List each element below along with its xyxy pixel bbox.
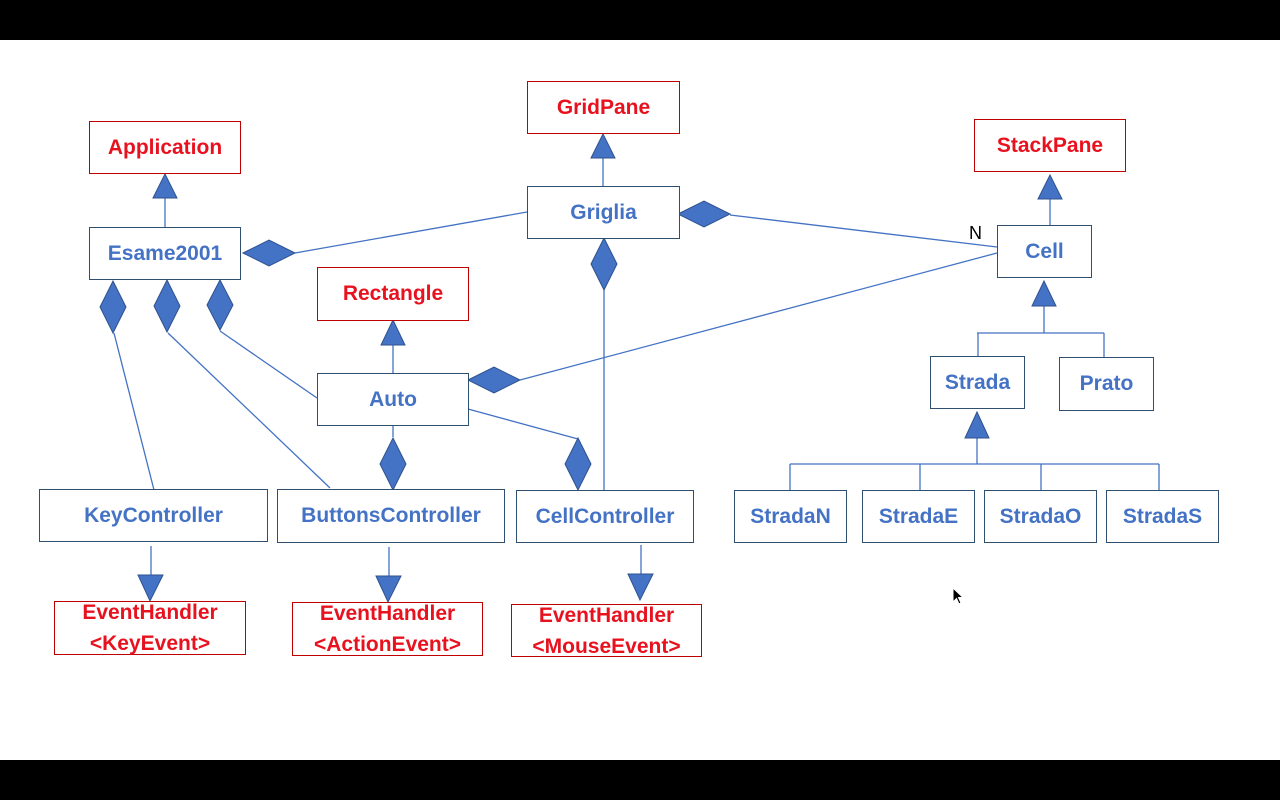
- inheritance-arrow-application: [152, 172, 178, 199]
- eventhandler-mouse-type: <MouseEvent>: [532, 634, 681, 658]
- class-stradaE-label: StradaE: [878, 504, 959, 528]
- eventhandler-key-type: <KeyEvent>: [89, 632, 211, 655]
- diagram-canvas: Application GridPane StackPane Rectangle…: [0, 40, 1280, 760]
- class-stradaS-label: StradaS: [1122, 504, 1203, 528]
- composition-diamond-esame-keycontroller: [99, 279, 127, 335]
- class-stradaN[interactable]: StradaN: [734, 490, 847, 543]
- class-buttonscontroller[interactable]: ButtonsController: [277, 489, 505, 543]
- line-esame-keycontroller: [113, 332, 155, 491]
- class-auto[interactable]: Auto: [317, 373, 469, 426]
- class-cell-label: Cell: [1025, 239, 1064, 263]
- class-stradaO[interactable]: StradaO: [984, 490, 1097, 543]
- class-stackpane-label: StackPane: [996, 133, 1104, 157]
- class-griglia-label: Griglia: [570, 200, 637, 224]
- eventhandler-action-name: EventHandler: [319, 602, 456, 625]
- inheritance-arrow-gridpane: [590, 132, 616, 159]
- class-griglia[interactable]: Griglia: [527, 186, 680, 239]
- class-application-label: Application: [107, 135, 223, 159]
- line-auto-cellcontroller: [467, 408, 579, 440]
- composition-diamond-esame-buttonscontroller: [153, 278, 181, 334]
- class-stradaO-label: StradaO: [999, 504, 1082, 528]
- eventhandler-mouse-name: EventHandler: [538, 603, 675, 627]
- class-application[interactable]: Application: [89, 121, 241, 174]
- connectors-layer: [99, 132, 1160, 604]
- inheritance-arrow-cell: [1031, 279, 1057, 307]
- interface-eventhandler-mouseevent[interactable]: EventHandler <MouseEvent>: [511, 604, 702, 658]
- line-griglia-cell: [729, 214, 998, 248]
- class-strada-label: Strada: [944, 370, 1011, 394]
- mouse-cursor-icon: [952, 587, 965, 605]
- composition-diamond-esame-auto: [206, 278, 234, 332]
- composition-diamond-auto-cell: [466, 366, 522, 394]
- eventhandler-action-type: <ActionEvent>: [313, 633, 462, 656]
- class-cellcontroller[interactable]: CellController: [516, 490, 694, 543]
- class-gridpane[interactable]: GridPane: [527, 81, 680, 134]
- interface-eventhandler-keyevent[interactable]: EventHandler <KeyEvent>: [54, 601, 246, 655]
- class-stradaS[interactable]: StradaS: [1106, 490, 1219, 543]
- class-esame2001[interactable]: Esame2001: [89, 227, 241, 280]
- class-strada[interactable]: Strada: [930, 356, 1025, 409]
- eventhandler-key-name: EventHandler: [82, 601, 218, 624]
- class-rectangle[interactable]: Rectangle: [317, 267, 469, 321]
- class-esame2001-label: Esame2001: [107, 241, 223, 265]
- class-auto-label: Auto: [369, 387, 417, 411]
- inheritance-arrow-strada: [964, 410, 990, 439]
- class-prato[interactable]: Prato: [1059, 357, 1154, 411]
- line-esame-griglia: [294, 211, 528, 254]
- class-cellcontroller-label: CellController: [535, 504, 675, 528]
- line-esame-auto: [219, 330, 318, 399]
- class-keycontroller[interactable]: KeyController: [39, 489, 268, 542]
- composition-diamond-auto-buttonscontroller: [379, 436, 407, 492]
- implementation-arrow-key: [137, 574, 164, 603]
- class-keycontroller-label: KeyController: [84, 503, 223, 527]
- inheritance-arrow-stackpane: [1037, 173, 1063, 200]
- implementation-arrow-mouse: [627, 573, 654, 602]
- composition-diamond-griglia-cellcontroller: [590, 236, 618, 292]
- class-gridpane-label: GridPane: [556, 95, 651, 119]
- implementation-arrow-action: [375, 575, 402, 604]
- line-esame-buttonscontroller: [167, 332, 331, 489]
- multiplicity-label-griglia-cell: N: [969, 223, 982, 243]
- interface-eventhandler-actionevent[interactable]: EventHandler <ActionEvent>: [292, 602, 483, 656]
- inheritance-arrow-rectangle: [380, 318, 406, 346]
- class-stradaE[interactable]: StradaE: [862, 490, 975, 543]
- composition-diamond-griglia-cell: [676, 200, 732, 228]
- class-stackpane[interactable]: StackPane: [974, 119, 1126, 172]
- line-auto-cell: [519, 252, 998, 381]
- composition-diamond-auto-cellcontroller: [564, 436, 592, 492]
- class-rectangle-label: Rectangle: [342, 282, 444, 305]
- class-cell[interactable]: Cell: [997, 225, 1092, 278]
- class-buttonscontroller-label: ButtonsController: [301, 504, 481, 527]
- composition-diamond-esame-griglia: [241, 239, 297, 267]
- class-stradaN-label: StradaN: [750, 504, 831, 528]
- class-prato-label: Prato: [1079, 372, 1134, 395]
